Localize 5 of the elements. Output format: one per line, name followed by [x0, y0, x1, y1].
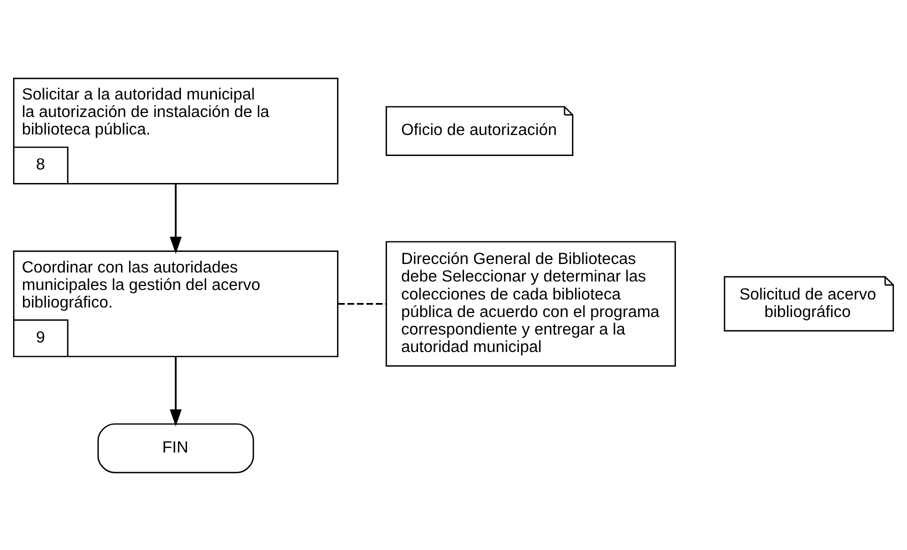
arrow [170, 183, 182, 254]
node-box: FIN [97, 422, 254, 473]
node-box: Dirección General de Bibliotecas debe Seleccionar y determinar las colecciones de cada biblioteca pública de acuerdo con el programa correspondiente y entregar a la autoridad municipal [386, 240, 676, 366]
arrow [170, 356, 182, 426]
connector [338, 302, 386, 304]
